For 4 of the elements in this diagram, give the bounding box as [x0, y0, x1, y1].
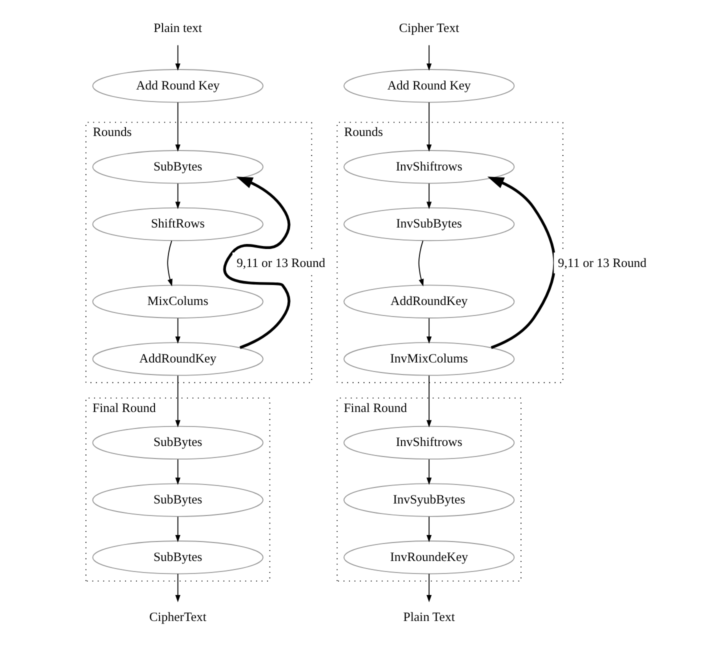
- node-text: Plain Text: [402, 610, 454, 624]
- node-text: CipherText: [148, 610, 206, 624]
- node-text: Cipher Text: [398, 20, 459, 35]
- node-text: Plain text: [153, 20, 202, 35]
